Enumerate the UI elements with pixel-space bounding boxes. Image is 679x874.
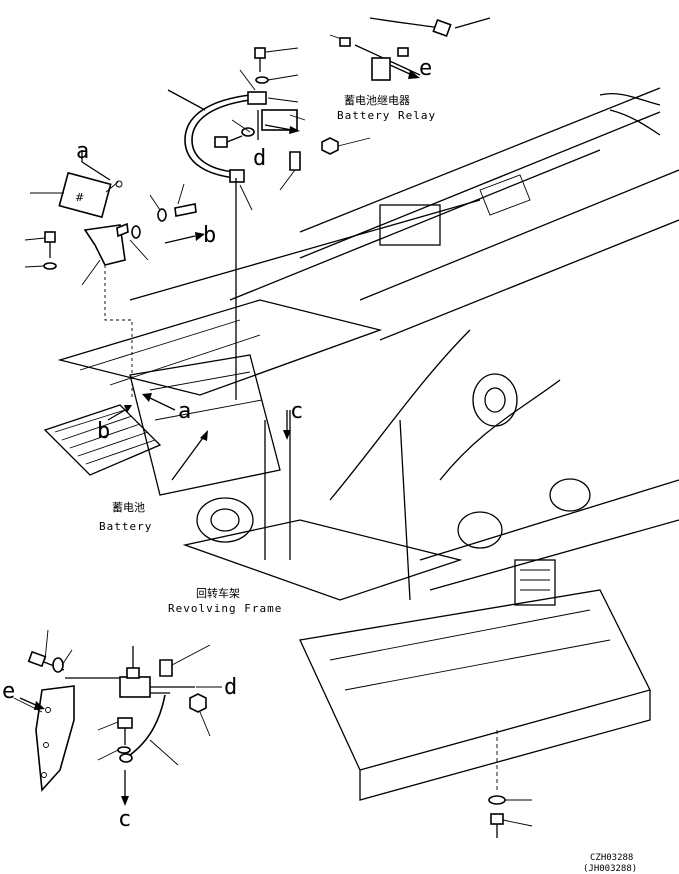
drawing-code-line2: (JH003288) [583,864,637,874]
battery-relay-cn: 蓄电池继电器 [344,94,410,107]
label-c-bottom: c [118,807,131,832]
drawing-code-line1: CZH03288 [590,853,633,863]
revolving-frame-en: Revolving Frame [168,602,282,615]
label-b-lower: b [97,419,110,444]
component-labels: 蓄电池继电器 Battery Relay 蓄电池 Battery 回转车架 Re… [99,94,436,615]
relay-bracket-detail [13,629,222,806]
battery-cable [167,47,371,400]
label-d-top: d [253,146,266,171]
letter-labels: a b d e a b c d e c [2,56,432,832]
label-a-top: a [76,139,89,164]
label-b-top: b [203,223,216,248]
label-d-bottom: d [224,675,237,700]
revolving-frame-cn: 回转车架 [196,586,240,600]
label-a-lower: a [178,399,191,424]
battery-relay-en: Battery Relay [337,109,436,122]
bottom-bolt-washer [488,795,533,838]
label-e-top: e [419,56,432,81]
battery-cn: 蓄电池 [112,501,145,514]
label-e-bottom: e [2,679,15,704]
battery-symbol: # [75,191,84,204]
label-c-middle: c [290,399,303,424]
drawing-code: CZH03288 (JH003288) [583,853,637,874]
revolving-frame-drawing [43,87,679,801]
callout-arrows [19,64,420,710]
battery-heater-and-bracket: # [24,150,197,400]
battery-relay-assembly [329,17,491,81]
battery-en: Battery [99,520,152,533]
